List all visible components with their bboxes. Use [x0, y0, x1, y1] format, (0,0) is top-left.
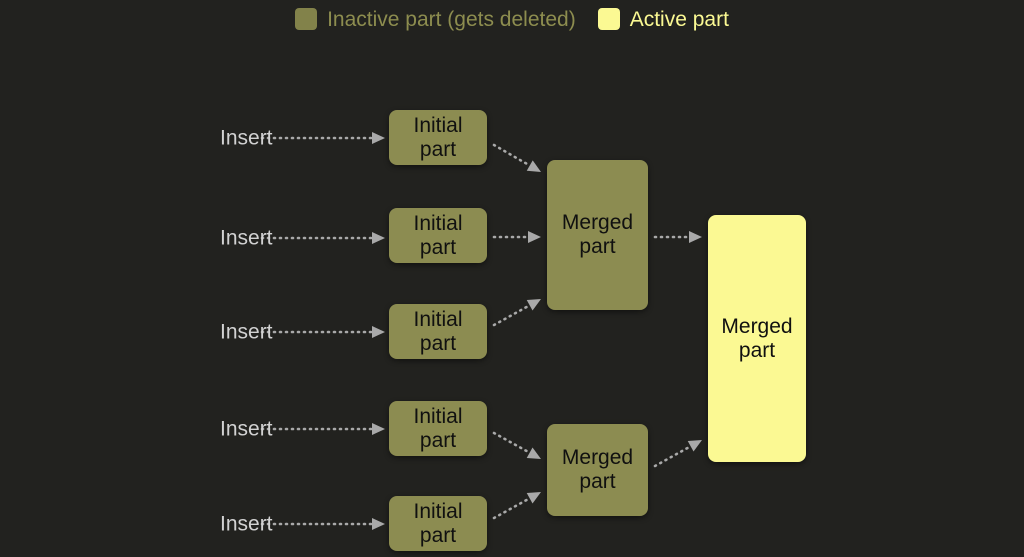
merged-2-to-active	[653, 440, 702, 468]
insert-label-2: Insert	[220, 226, 273, 250]
initial-2-to-merged-1	[492, 231, 541, 243]
insert-to-initial-4	[260, 423, 385, 435]
insert-to-initial-1	[260, 132, 385, 144]
insert-to-initial-5	[260, 518, 385, 530]
merged-1-to-active	[653, 231, 702, 243]
insert-label-3: Insert	[220, 320, 273, 344]
legend-swatch-active-icon	[597, 8, 620, 30]
legend-swatch-inactive-icon	[295, 8, 318, 30]
insert-to-initial-2	[260, 232, 385, 244]
insert-label-4: Insert	[220, 417, 273, 441]
legend: Inactive part (gets deleted) Active part	[0, 8, 1024, 30]
insert-to-initial-3	[260, 326, 385, 338]
initial-5-to-merged-2	[492, 492, 541, 520]
legend-label-inactive: Inactive part (gets deleted)	[327, 7, 576, 31]
legend-item-inactive: Inactive part (gets deleted)	[295, 8, 576, 30]
legend-item-active: Active part	[597, 7, 729, 31]
initial-3-to-merged-1	[492, 299, 541, 327]
insert-label-5: Insert	[220, 512, 273, 536]
insert-label-1: Insert	[220, 126, 273, 150]
legend-label-active: Active part	[629, 7, 729, 31]
initial-4-to-merged-2	[492, 431, 541, 459]
initial-1-to-merged-1	[492, 143, 541, 172]
